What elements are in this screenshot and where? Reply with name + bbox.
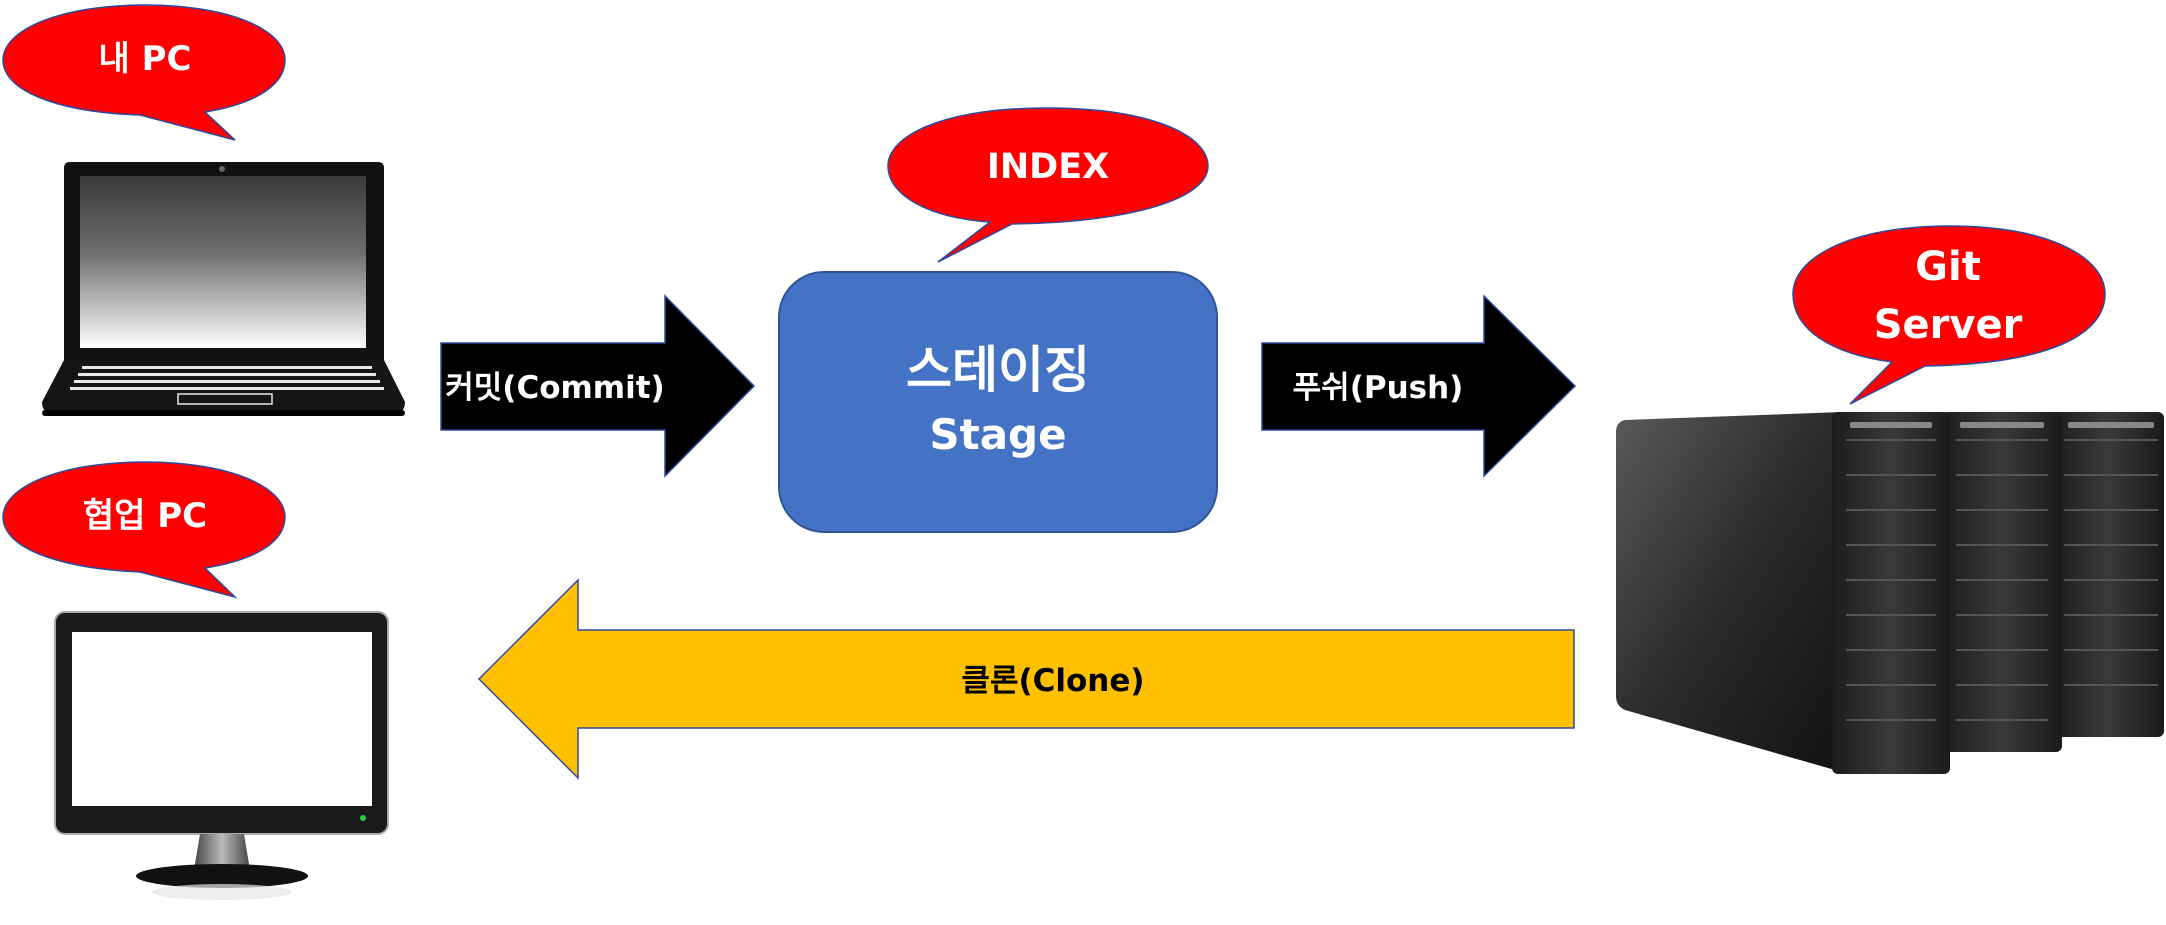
bubble-my-pc: 내 PC — [2, 4, 286, 141]
monitor-icon — [54, 611, 389, 900]
server-icon — [1616, 412, 2164, 774]
commit-arrow-label: 커밋(Commit) — [445, 370, 664, 406]
clone-arrow: 클론(Clone) — [477, 578, 1575, 780]
bubble-index-label: INDEX — [987, 147, 1109, 187]
clone-arrow-label: 클론(Clone) — [961, 663, 1144, 699]
bubble-git-server-label-line2: Server — [1874, 302, 2023, 348]
bubble-collab-pc-label: 협업 PC — [83, 496, 207, 536]
push-arrow-label: 푸쉬(Push) — [1293, 370, 1464, 406]
commit-arrow: 커밋(Commit) — [440, 294, 756, 478]
bubble-git-server: Git Server — [1792, 225, 2106, 405]
stage-label-english: Stage — [929, 410, 1066, 459]
push-arrow: 푸쉬(Push) — [1261, 294, 1577, 478]
bubble-index: INDEX — [887, 107, 1209, 263]
bubble-my-pc-label: 내 PC — [99, 39, 192, 79]
bubble-git-server-label-line1: Git — [1915, 244, 1981, 290]
stage-label-korean: 스테이징 — [906, 341, 1090, 399]
bubble-collab-pc: 협업 PC — [2, 461, 286, 599]
laptop-icon — [42, 162, 405, 416]
stage-box: 스테이징 Stage — [778, 271, 1218, 533]
